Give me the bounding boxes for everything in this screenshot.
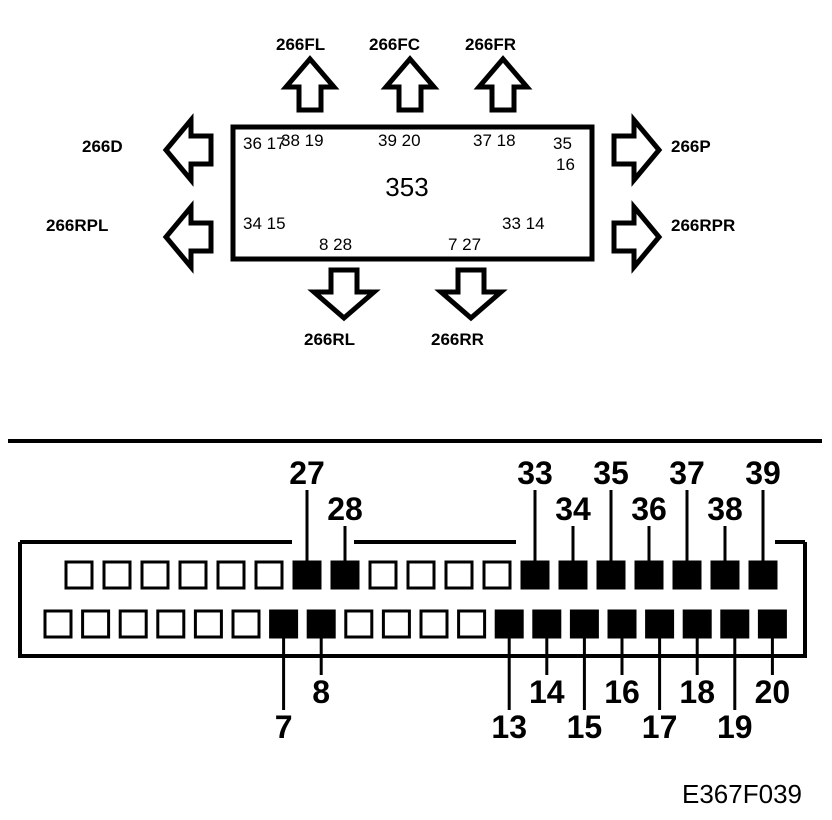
front-right-label: 266FR	[465, 35, 516, 54]
pin-cavity-empty	[368, 560, 398, 590]
pin-cavity-used	[292, 560, 322, 590]
pin-number-label: 34	[555, 491, 591, 527]
front-center-arrow-icon	[380, 55, 440, 113]
rear-power-left-arrow-icon	[162, 200, 214, 274]
pin-number-label: 13	[491, 709, 527, 745]
pin-number-label: 38	[707, 491, 743, 527]
pin-cavity-used	[710, 560, 740, 590]
pin-number-label: 35	[593, 455, 629, 491]
pin-cavity-used	[330, 560, 360, 590]
pin-cavity-empty	[81, 609, 111, 639]
passenger-label: 266P	[671, 137, 711, 156]
pin-cavity-used	[532, 609, 562, 639]
pin-cavity-empty	[231, 609, 261, 639]
pin-cavity-used	[494, 609, 524, 639]
pin-cavity-used	[672, 560, 702, 590]
passenger-arrow-icon	[611, 113, 663, 187]
pin-number-label: 17	[642, 709, 678, 745]
module-pin-pair: 38 19	[281, 131, 324, 150]
rear-power-right-arrow-icon	[611, 200, 663, 274]
pin-cavity-used	[269, 609, 299, 639]
pin-cavities	[43, 560, 787, 639]
pin-cavity-empty	[406, 560, 436, 590]
module-pin-pair: 16	[556, 155, 575, 174]
rear-left-arrow-icon	[307, 267, 381, 322]
module-pin-pair: 37 18	[473, 131, 516, 150]
pin-cavity-used	[520, 560, 550, 590]
pin-cavity-used	[569, 609, 599, 639]
pin-number-label: 39	[745, 455, 781, 491]
pin-number-label: 33	[517, 455, 553, 491]
pin-cavity-empty	[102, 560, 132, 590]
figure-code: E367F039	[682, 779, 802, 809]
module-box	[230, 124, 595, 262]
rear-right-arrow-icon	[434, 267, 508, 322]
front-right-arrow-icon	[473, 55, 533, 113]
pin-cavity-empty	[178, 560, 208, 590]
pin-number-label: 15	[567, 709, 603, 745]
module-id: 353	[385, 172, 428, 202]
pin-cavity-used	[645, 609, 675, 639]
pin-number-label: 16	[604, 674, 640, 710]
rear-left-label: 266RL	[304, 330, 355, 349]
pin-number-label: 19	[717, 709, 753, 745]
connector-outline	[18, 542, 807, 658]
pin-number-label: 18	[679, 674, 715, 710]
module-pin-pair: 36 17	[243, 134, 286, 153]
front-left-arrow-icon	[280, 55, 340, 113]
pin-cavity-empty	[216, 560, 246, 590]
pin-cavity-empty	[64, 560, 94, 590]
pin-cavity-empty	[118, 609, 148, 639]
pin-cavity-empty	[156, 609, 186, 639]
pin-cavity-used	[748, 560, 778, 590]
driver-arrow-icon	[162, 113, 214, 187]
pin-cavity-used	[607, 609, 637, 639]
module-pin-pair: 33 14	[502, 214, 545, 233]
pin-number-label: 20	[755, 674, 791, 710]
pin-number-label: 27	[289, 455, 325, 491]
module-pin-pair: 7 27	[448, 235, 481, 254]
pin-number-label: 36	[631, 491, 667, 527]
rear-right-label: 266RR	[431, 330, 484, 349]
pin-number-label: 14	[529, 674, 565, 710]
pin-cavity-used	[720, 609, 750, 639]
rear-power-left-label: 266RPL	[46, 216, 108, 235]
pin-cavity-used	[306, 609, 336, 639]
pin-number-label: 37	[669, 455, 705, 491]
pin-cavity-empty	[254, 560, 284, 590]
pin-cavity-empty	[344, 609, 374, 639]
pin-cavity-empty	[193, 609, 223, 639]
module-pin-pair: 35	[553, 134, 572, 153]
module-pin-pair: 34 15	[243, 214, 286, 233]
pin-cavity-empty	[444, 560, 474, 590]
pin-cavity-empty	[381, 609, 411, 639]
pin-cavity-used	[634, 560, 664, 590]
pin-cavity-empty	[419, 609, 449, 639]
front-left-label: 266FL	[276, 35, 325, 54]
driver-label: 266D	[82, 137, 123, 156]
pin-cavity-empty	[457, 609, 487, 639]
module-pin-pair: 8 28	[319, 235, 352, 254]
pin-cavity-empty	[43, 609, 73, 639]
pin-number-label: 8	[312, 674, 330, 710]
module-diagram: 266FL 266FC 266FR 266D 266P 266RPL 266RP…	[46, 35, 735, 349]
pin-cavity-empty	[140, 560, 170, 590]
pin-number-label: 28	[327, 491, 363, 527]
pin-number-label: 7	[275, 709, 293, 745]
pin-cavity-used	[682, 609, 712, 639]
module-pin-pair: 39 20	[378, 131, 421, 150]
rear-power-right-label: 266RPR	[671, 216, 735, 235]
pin-cavity-used	[558, 560, 588, 590]
front-center-label: 266FC	[369, 35, 420, 54]
pin-cavity-used	[596, 560, 626, 590]
pin-cavity-empty	[482, 560, 512, 590]
pin-cavity-used	[757, 609, 787, 639]
